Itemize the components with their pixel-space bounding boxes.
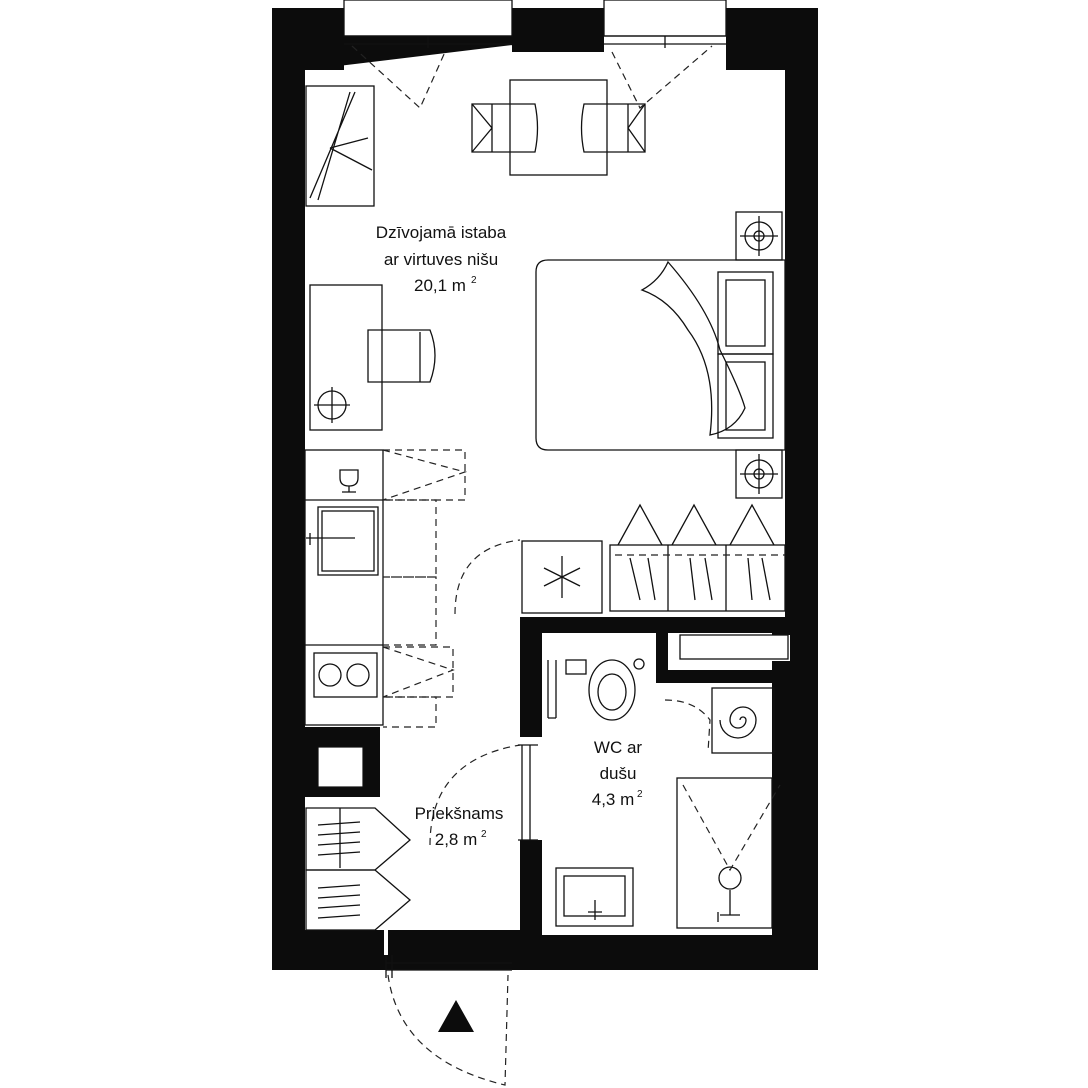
shower-head xyxy=(718,866,742,890)
right-wall xyxy=(785,8,818,970)
water-heater xyxy=(711,687,775,754)
window-left-swing xyxy=(351,45,446,110)
dining-table xyxy=(509,79,608,176)
chair-right xyxy=(580,103,646,153)
hallway xyxy=(305,744,538,1086)
door-swing-bathroom xyxy=(429,744,521,846)
bottom-left-wall xyxy=(272,930,384,970)
closet-door-2 xyxy=(671,503,717,546)
bathroom-sink xyxy=(555,867,634,927)
bathroom-right-wall xyxy=(772,617,785,937)
faucet-icon xyxy=(306,533,355,545)
tv-icon xyxy=(309,91,373,201)
window-left xyxy=(343,0,513,37)
closet-door-3 xyxy=(729,503,775,546)
bathroom-left-wall-lower xyxy=(520,840,542,935)
blanket-fold xyxy=(640,260,746,436)
closet-door-1 xyxy=(617,503,663,546)
bathroom-name-line2: dušu xyxy=(600,764,637,783)
door-swing-kitchen xyxy=(454,539,521,615)
bathroom-top-wall xyxy=(520,617,785,633)
walls xyxy=(272,8,818,970)
living-room-name-line2: ar virtuves nišu xyxy=(384,250,498,269)
top-left-pier xyxy=(272,8,344,70)
door-swing-heater xyxy=(664,699,711,753)
desk-top xyxy=(309,284,383,431)
window-right-swing xyxy=(611,45,713,109)
living-room-area: 20,1 m xyxy=(414,276,466,295)
interior-fills xyxy=(305,70,790,935)
entrance-door xyxy=(385,955,512,978)
nightstand-bottom xyxy=(735,449,783,499)
shoe-cabinet-1 xyxy=(305,807,411,871)
sink xyxy=(317,506,379,576)
wine-glass-icon xyxy=(339,469,359,493)
shower-spray xyxy=(682,784,781,872)
bathroom-door-frame xyxy=(518,744,538,841)
window-right xyxy=(603,0,727,37)
chair-left xyxy=(471,103,539,153)
desk-chair xyxy=(367,329,436,383)
washer-icon xyxy=(543,556,581,598)
bathroom-name-line1: WC ar xyxy=(594,738,643,757)
upper-cabinet-3 xyxy=(382,646,455,698)
bathroom-left-wall-upper xyxy=(520,617,542,737)
tv-stand xyxy=(305,85,375,207)
sink-faucet-icon xyxy=(588,900,602,920)
bathroom-shelf xyxy=(679,634,789,660)
living-room-name-line1: Dzīvojamā istaba xyxy=(376,223,507,242)
shoe-cabinet-2 xyxy=(305,869,411,931)
towel-rail xyxy=(547,660,557,719)
bed-frame xyxy=(535,259,786,451)
hallway-area-unit: 2 xyxy=(481,829,487,840)
closet-body xyxy=(609,544,786,612)
left-wall xyxy=(272,8,305,970)
entrance-arrow-icon xyxy=(438,1000,474,1032)
bathroom-inner-pier xyxy=(656,617,668,683)
bathroom-fixtures xyxy=(547,658,781,929)
washer xyxy=(521,540,603,614)
top-middle-pier xyxy=(512,12,604,52)
bed xyxy=(535,211,786,499)
room-labels: Dzīvojamā istaba ar virtuves nišu 20,1 m… xyxy=(376,223,643,849)
bathroom-inner-wall xyxy=(656,670,785,683)
desk xyxy=(309,284,436,431)
hallway-name: Priekšnams xyxy=(415,804,504,823)
kitchen xyxy=(304,449,521,728)
spiral-icon xyxy=(719,706,757,739)
toilet-bowl xyxy=(588,659,636,721)
bottom-right-wall xyxy=(508,930,818,970)
toilet-tank xyxy=(565,659,587,675)
kitchen-counter xyxy=(304,449,384,726)
hallway-area: 2,8 m xyxy=(435,830,478,849)
entrance-door-swing xyxy=(387,974,509,1086)
wardrobe xyxy=(521,503,786,614)
living-room-area-unit: 2 xyxy=(471,275,477,286)
dining-set xyxy=(471,79,646,176)
pillow-bottom xyxy=(717,353,774,439)
upper-cabinet-2 xyxy=(383,499,437,646)
windows xyxy=(343,0,727,110)
bathroom-area: 4,3 m xyxy=(592,790,635,809)
shower-tray xyxy=(676,777,773,929)
cooktop xyxy=(313,652,378,698)
bathroom-area-unit: 2 xyxy=(637,789,643,800)
